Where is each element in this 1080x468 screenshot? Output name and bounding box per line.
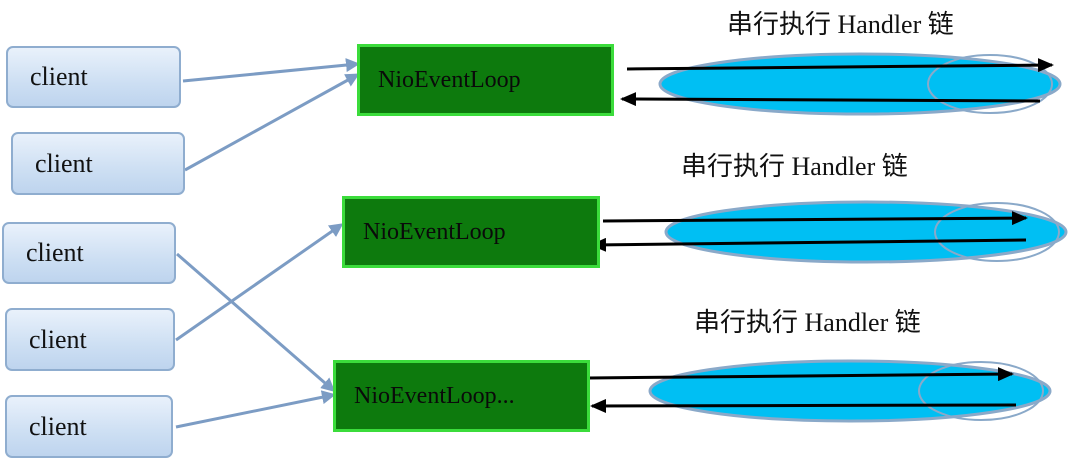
client-label: client — [29, 411, 87, 441]
event-loop-1: NioEventLoop — [357, 44, 614, 116]
pipeline-arrows-3 — [587, 367, 1017, 413]
client-node-5: client — [5, 395, 173, 458]
handler-pipeline-2 — [664, 200, 1068, 264]
client-node-4: client — [5, 308, 175, 371]
client-label: client — [29, 324, 87, 354]
client-node-1: client — [6, 46, 181, 108]
client-label: client — [35, 148, 93, 178]
handler-chain-label-3: 串行执行 Handler 链 — [694, 308, 921, 337]
client-connectors — [175, 58, 360, 429]
handler-pipeline-1 — [658, 52, 1062, 116]
pipeline-arrows-2 — [590, 211, 1028, 252]
event-loop-3: NioEventLoop... — [333, 360, 590, 432]
event-loop-2: NioEventLoop — [342, 196, 600, 268]
handler-chain-label-1: 串行执行 Handler 链 — [727, 10, 954, 39]
handler-chain-label-2: 串行执行 Handler 链 — [681, 152, 908, 181]
event-loop-label: NioEventLoop — [378, 66, 521, 93]
client-node-2: client — [11, 132, 185, 195]
client-node-3: client — [2, 222, 176, 284]
client-label: client — [26, 238, 84, 267]
handler-pipeline-3 — [648, 359, 1052, 423]
event-loop-label: NioEventLoop... — [354, 382, 515, 409]
pipeline-arrows-1 — [620, 58, 1054, 107]
event-loop-label: NioEventLoop — [363, 218, 506, 245]
client-label: client — [30, 62, 88, 91]
